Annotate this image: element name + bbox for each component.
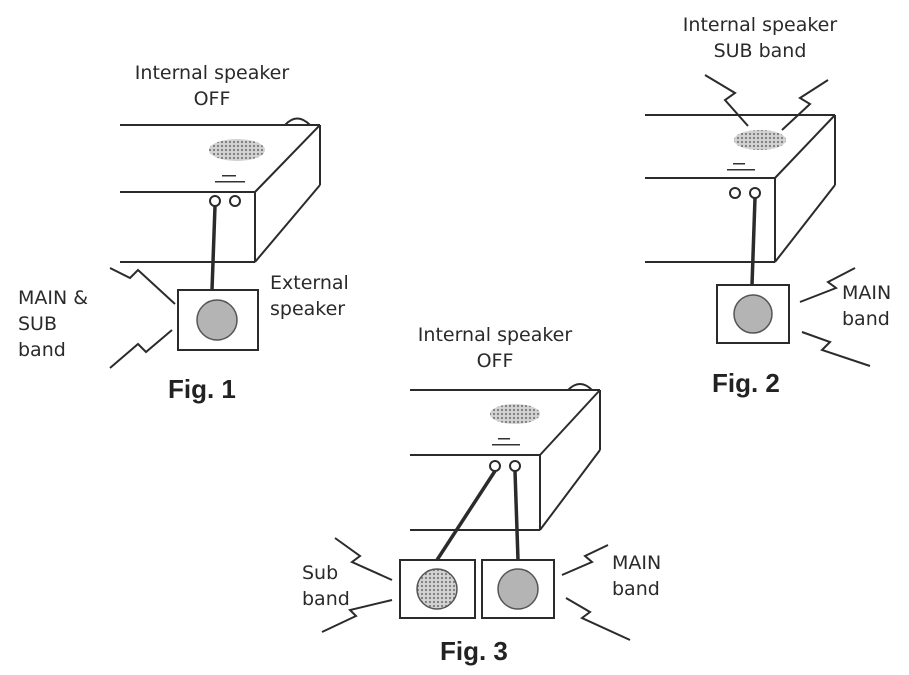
fig2-internal-speaker-label: Internal speaker SUB band <box>655 12 865 64</box>
fig3-jacks <box>489 460 521 472</box>
fig1-external-speaker-label: External speaker <box>270 270 349 322</box>
fig2-cable <box>750 197 757 286</box>
fig3-sub-band-line2: band <box>302 588 350 610</box>
fig2-sound-bolt-icons <box>704 74 871 367</box>
fig2-internal-speaker-line2: SUB band <box>713 40 807 62</box>
fig3-sound-bolt-icons <box>321 537 631 641</box>
fig1-transceiver <box>120 117 321 263</box>
fig1-external-speaker-line2: speaker <box>270 298 346 320</box>
fig2-panel-print <box>727 163 755 171</box>
fig1-jacks <box>209 195 241 207</box>
fig1-caption: Fig. 1 <box>168 374 236 404</box>
fig2-band-label: MAIN band <box>842 280 891 332</box>
fig1-internal-speaker-label: Internal speaker OFF <box>112 60 312 112</box>
fig1-band-label: MAIN & SUB band <box>18 285 88 363</box>
fig2-band-line1: MAIN <box>842 282 892 304</box>
fig2-band-line2: band <box>842 308 890 330</box>
fig2-caption: Fig. 2 <box>712 368 780 398</box>
fig2-internal-speaker-line1: Internal speaker <box>682 14 838 36</box>
fig2-jacks <box>729 187 761 199</box>
fig1-band-line2: SUB <box>18 313 58 335</box>
fig3-main-speaker-cone-icon <box>497 568 539 610</box>
fig2-speaker-cone-icon <box>733 294 773 334</box>
fig1-internal-grille-icon <box>209 139 265 161</box>
fig1-speaker-cone-icon <box>196 299 238 341</box>
fig2-internal-grille-icon <box>734 130 786 150</box>
fig3-caption: Fig. 3 <box>440 636 508 666</box>
fig3-main-band-line1: MAIN <box>612 552 662 574</box>
fig3-internal-speaker-line1: Internal speaker <box>417 324 573 346</box>
fig3-internal-speaker-line2: OFF <box>476 350 514 372</box>
fig3-main-band-label: MAIN band <box>612 550 661 602</box>
fig3-cables <box>435 470 520 561</box>
fig1-internal-speaker-line2: OFF <box>193 88 231 110</box>
fig3-panel-print <box>492 438 520 446</box>
fig1-band-line3: band <box>18 339 66 361</box>
fig1-external-speaker-line1: External <box>270 272 349 294</box>
fig1-sound-bolt-icons <box>109 267 176 369</box>
fig3-sub-band-label: Sub band <box>302 560 350 612</box>
fig1-band-line1: MAIN & <box>18 287 89 309</box>
fig3-sub-speaker-cone-icon <box>416 568 458 610</box>
fig1-cable <box>210 205 217 291</box>
fig3-main-band-line2: band <box>612 578 660 600</box>
fig3-internal-grille-icon <box>490 404 540 424</box>
fig3-sub-band-line1: Sub <box>302 562 339 584</box>
fig1-panel-print <box>215 175 245 183</box>
fig1-internal-speaker-line1: Internal speaker <box>134 62 290 84</box>
fig3-internal-speaker-label: Internal speaker OFF <box>390 322 600 374</box>
